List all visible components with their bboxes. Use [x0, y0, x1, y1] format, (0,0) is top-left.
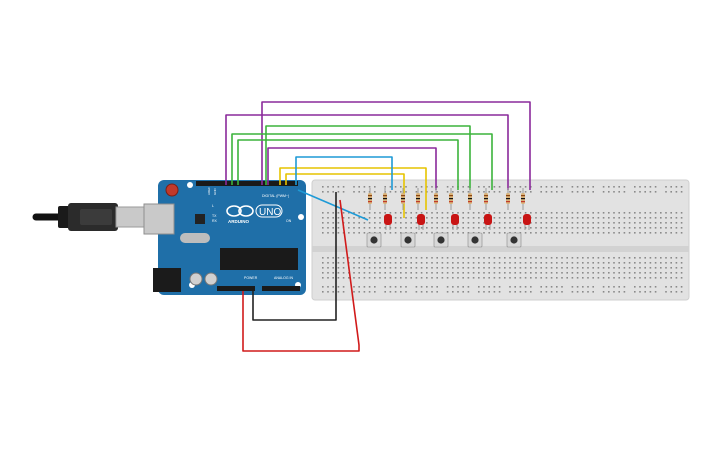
l-led-label: L [212, 204, 214, 208]
led-red [523, 214, 531, 230]
arduino-model-label: UNO [259, 207, 281, 218]
led-red [451, 214, 459, 230]
wire-blue-1 [295, 156, 393, 190]
led-red [484, 214, 492, 230]
resistor [368, 188, 372, 210]
resistor [383, 188, 387, 210]
digital-pins-label: DIGITAL (PWM~) [262, 194, 289, 198]
rx-led-label: RX [212, 219, 218, 223]
wire-red-5v [242, 199, 360, 352]
wire-green-1 [231, 133, 493, 190]
pushbutton [506, 232, 522, 248]
wire-blue-2 [297, 189, 369, 221]
tx-led-label: TX [212, 214, 217, 218]
gnd-pin-label: GND [213, 188, 217, 196]
led-red [417, 214, 425, 230]
pushbutton [366, 232, 382, 248]
resistor [468, 188, 472, 210]
arduino-brand-label: ARDUINO [228, 219, 249, 224]
breadboard [311, 179, 690, 301]
wire-green-3 [265, 125, 471, 190]
wire-purple-3 [267, 147, 437, 190]
pushbutton [433, 232, 449, 248]
led-red [384, 214, 392, 230]
pushbuttons [366, 232, 522, 248]
wire-purple-1 [225, 114, 509, 190]
resistors [368, 188, 525, 210]
resistor [401, 188, 405, 210]
aref-pin-label: AREF [207, 187, 211, 195]
analog-pins-label: ANALOG IN [274, 276, 294, 280]
resistor [521, 188, 525, 210]
resistor [449, 188, 453, 210]
power-pins-label: POWER [244, 276, 258, 280]
wire-black-gnd [252, 192, 337, 321]
wire-yellow-1 [279, 167, 427, 210]
arduino-logo-icon [226, 205, 254, 217]
wire-green-2 [237, 139, 459, 190]
resistor [434, 188, 438, 210]
arduino-uno-board: ARDUINO UNO DIGITAL (PWM~) POWER ANALOG … [143, 180, 306, 295]
usb-cable [32, 203, 145, 231]
leds [384, 214, 531, 230]
pushbutton [400, 232, 416, 248]
on-led-label: ON [286, 219, 292, 223]
resistor [416, 188, 420, 210]
wire-purple-2 [261, 101, 531, 190]
resistor [484, 188, 488, 210]
pushbutton [467, 232, 483, 248]
resistor [506, 188, 510, 210]
